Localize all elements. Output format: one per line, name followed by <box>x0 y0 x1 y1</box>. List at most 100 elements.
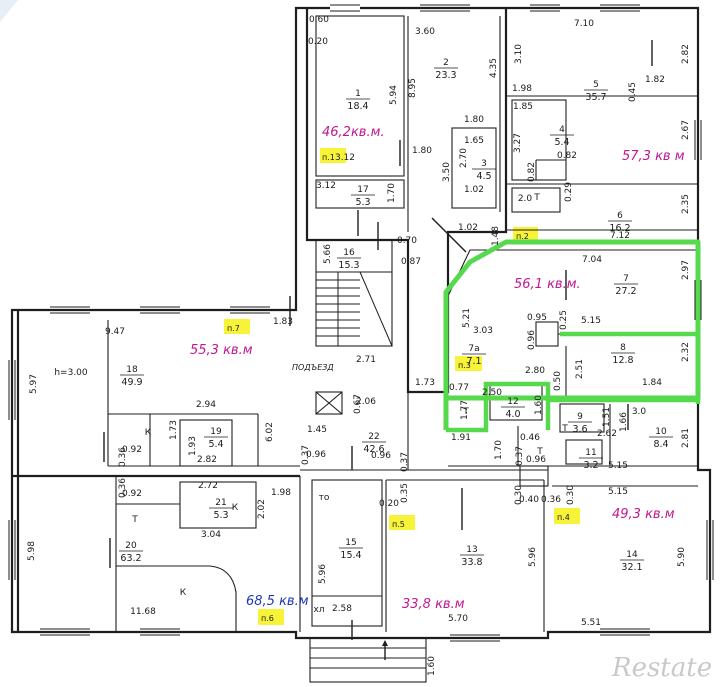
dimension-label: 3.12 <box>335 153 355 163</box>
dimension-label: 0.36 <box>118 447 128 467</box>
highlight-p6 <box>258 609 284 625</box>
highlight-p1 <box>320 148 346 163</box>
dimension-label: 2.72 <box>198 481 218 491</box>
area-note-68-5: 68,5 кв.м <box>246 594 309 609</box>
dimension-label: 5.21 <box>462 308 472 328</box>
dimension-label: 4.35 <box>489 58 499 78</box>
dimension-label: 0.67 <box>353 394 363 414</box>
room-number: 13 <box>466 545 477 555</box>
dimension-label: 7.10 <box>574 19 594 29</box>
dimension-label: 7.12 <box>610 231 630 241</box>
dimension-label: 0.20 <box>379 499 399 509</box>
dimension-label: 2.32 <box>681 342 691 362</box>
room-number: 16 <box>343 248 355 258</box>
highlight-outline-p3-b <box>446 381 701 433</box>
dimension-label: 1.45 <box>307 425 327 435</box>
dimension-label: 2.67 <box>681 120 691 140</box>
room-r11: 113.2 <box>579 448 603 471</box>
room-number: 4 <box>559 125 565 135</box>
fixture-label: Т <box>536 447 543 457</box>
dimension-label: 3.60 <box>415 27 435 37</box>
room-area: 16.2 <box>609 223 630 234</box>
dimension-label: 0.92 <box>122 445 142 455</box>
dimension-label: 11.68 <box>130 607 156 617</box>
dimension-label: 1.02 <box>464 185 484 195</box>
dimension-label: 1.65 <box>464 136 484 146</box>
room-area: 23.3 <box>435 70 456 81</box>
room-r12: 124.0 <box>501 397 525 420</box>
room-r3: 34.5 <box>472 159 496 182</box>
area-note-49-3: 49,3 кв.м <box>612 507 675 522</box>
label-p4: п.4 <box>557 513 570 522</box>
dimension-label: 7.04 <box>582 255 602 265</box>
dimension-label: 1.93 <box>188 436 198 456</box>
dimension-label: 2.94 <box>196 400 216 410</box>
dimension-label: 0.95 <box>527 313 547 323</box>
dimension-label: 2.62 <box>597 429 617 439</box>
dimension-label: 0.37 <box>515 446 525 466</box>
room-number: 7 <box>623 274 629 284</box>
room-number: 9 <box>577 412 583 422</box>
fixture-label: К <box>180 588 187 598</box>
room-r16: 16 15.3 <box>337 248 361 271</box>
room-number: 1 <box>355 89 361 99</box>
dimension-label: 5.51 <box>581 618 601 628</box>
dimension-label: 0.82 <box>527 162 537 182</box>
dimension-label: 1.73 <box>169 420 179 440</box>
room-area: 3.6 <box>572 424 587 435</box>
label-p7: п.7 <box>227 324 240 333</box>
room-area: 5.4 <box>208 439 223 450</box>
dimension-label: 0.96 <box>527 330 537 350</box>
dimension-label: 3.10 <box>514 44 524 64</box>
room-area: 63.2 <box>120 553 141 564</box>
stair-steps <box>316 271 393 347</box>
room-number: 8 <box>620 343 626 353</box>
room-area: 15.4 <box>340 550 361 561</box>
dimension-label: 0.96 <box>306 450 326 460</box>
room-number: 6 <box>617 211 623 221</box>
room-r15: 15 15.4 <box>339 538 363 561</box>
dimension-label: 5.97 <box>29 374 39 394</box>
highlight-p5 <box>389 515 415 530</box>
room-r21: 215.3 <box>209 498 233 521</box>
dimension-label: 2.06 <box>356 397 376 407</box>
fixture-label: Т <box>462 407 469 417</box>
dimension-label: 2.51 <box>575 359 585 379</box>
dimension-label: 6.02 <box>265 422 275 442</box>
room-area: 5.4 <box>554 137 569 148</box>
dimension-label: 0.60 <box>309 15 329 25</box>
room-r1: 118.4 <box>346 89 370 112</box>
dimension-label: 0.30 <box>566 485 576 505</box>
dimension-label: 1.91 <box>451 433 471 443</box>
dimension-label: 3.0 <box>632 407 647 417</box>
highlight-outline-p3 <box>443 395 548 430</box>
highlight-p3 <box>455 356 482 371</box>
dimension-label: 3.27 <box>513 133 523 153</box>
room-area: 35.7 <box>585 92 606 103</box>
room-number: 20 <box>125 541 137 551</box>
dimension-label: 0.36 <box>118 478 128 498</box>
dimension-label: 1.60 <box>427 656 437 676</box>
dimension-label: 5.15 <box>608 461 628 471</box>
room-labels: 118.4223.334.545.4535.7616.2727.27a7.181… <box>119 58 673 573</box>
paper-corner-curl <box>0 0 18 22</box>
dimension-label: 2.71 <box>356 355 376 365</box>
dimension-label: 1.70 <box>494 440 504 460</box>
room-number: 18 <box>126 365 138 375</box>
dimension-label: 5.15 <box>608 487 628 497</box>
room-number: 15 <box>345 538 356 548</box>
dimension-label: 0.37 <box>301 445 311 465</box>
dimension-label: 0.37 <box>400 452 410 472</box>
room-r17: 175.3 <box>351 185 375 208</box>
dimension-label: 1.48 <box>491 226 501 246</box>
dimension-label: 2.97 <box>681 260 691 280</box>
interior-walls <box>8 4 714 683</box>
room-area: 15.3 <box>338 260 359 271</box>
dimension-label: 1.83 <box>273 317 293 327</box>
dimension-label: 0.25 <box>559 310 569 330</box>
dimension-label: 0.50 <box>553 371 563 391</box>
